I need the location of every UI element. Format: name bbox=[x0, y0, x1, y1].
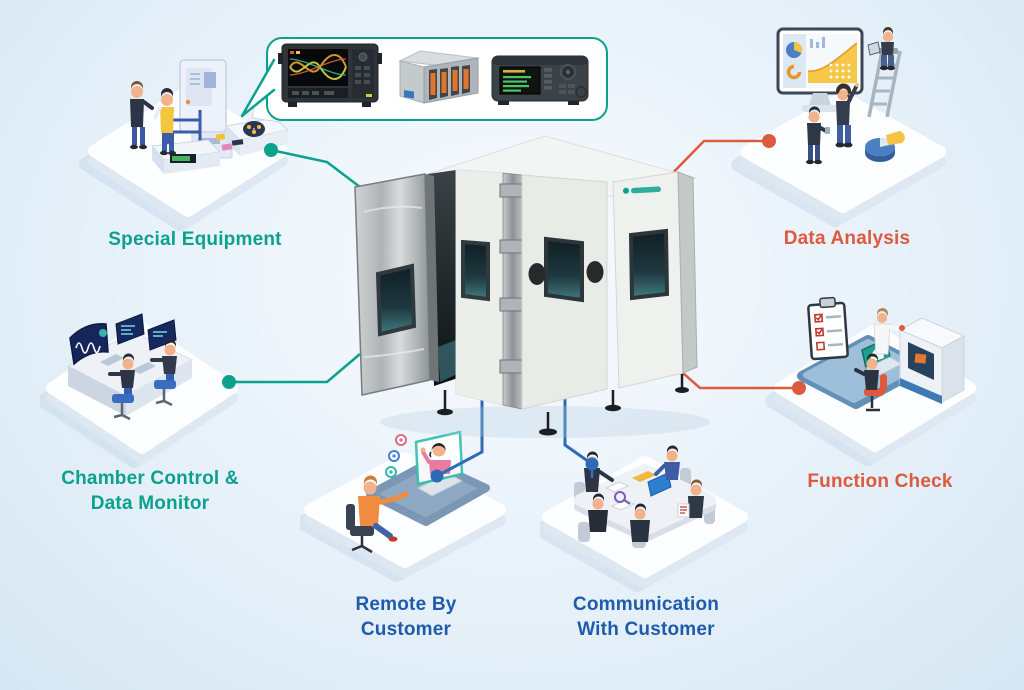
station-function-check bbox=[750, 290, 1020, 490]
data-analysis-illustration bbox=[731, 27, 946, 227]
video-call-screen-icon bbox=[414, 430, 464, 486]
person-standing bbox=[806, 106, 830, 165]
special-equipment-illustration bbox=[79, 59, 290, 231]
checklist-icon bbox=[807, 296, 849, 361]
connector-data-analysis bbox=[659, 134, 776, 187]
person-pointing bbox=[835, 83, 859, 148]
spark-icon bbox=[185, 99, 191, 105]
person-on-ladder bbox=[867, 27, 895, 71]
dashboard-monitor-icon bbox=[776, 27, 864, 112]
station-special-equipment bbox=[40, 40, 330, 255]
label-function-check: Function Check bbox=[755, 469, 1005, 494]
door-handle-right bbox=[586, 261, 604, 283]
connector-special-equipment bbox=[264, 143, 361, 188]
oscilloscope-icon bbox=[278, 43, 382, 107]
label-communication: Communication With Customer bbox=[535, 592, 757, 642]
environmental-test-chamber bbox=[330, 122, 720, 442]
label-line: Customer bbox=[360, 619, 452, 640]
chamber-ground-shadow bbox=[380, 406, 710, 438]
chamber-right-door bbox=[612, 171, 698, 389]
label-data-analysis: Data Analysis bbox=[722, 226, 972, 251]
label-line: Data Monitor bbox=[90, 493, 210, 514]
chamber-brand-logo bbox=[623, 186, 661, 194]
remote-by-customer-illustration bbox=[300, 430, 506, 582]
standing-engineer bbox=[873, 307, 905, 355]
seated-inspector bbox=[854, 353, 887, 412]
chamber-open-door bbox=[354, 173, 439, 396]
callout-tail bbox=[240, 58, 276, 118]
station-remote-by-customer bbox=[300, 430, 530, 595]
label-line: Special Equipment bbox=[108, 229, 282, 250]
chamber-front-right-door bbox=[521, 174, 608, 410]
label-line: Communication bbox=[572, 594, 720, 615]
station-chamber-control bbox=[40, 300, 300, 485]
station-data-analysis bbox=[730, 25, 1020, 245]
instruments-group bbox=[278, 43, 589, 107]
label-line: With Customer bbox=[577, 619, 715, 640]
instruments-callout bbox=[266, 37, 608, 121]
benchtop-data-logger-icon bbox=[491, 55, 589, 105]
chamber-hinge-strip bbox=[499, 172, 526, 410]
operator-1 bbox=[108, 353, 135, 421]
operator-2 bbox=[150, 339, 177, 407]
communication-illustration bbox=[540, 445, 748, 592]
chamber-feet bbox=[437, 374, 689, 436]
technician-2 bbox=[153, 88, 176, 156]
door-handle-left bbox=[528, 263, 546, 285]
chamber-front-left-panel bbox=[455, 169, 504, 406]
function-check-illustration bbox=[765, 296, 976, 466]
station-communication bbox=[540, 430, 770, 600]
chat-bubble-icons bbox=[385, 434, 407, 478]
label-line: Data Analysis bbox=[783, 228, 911, 249]
label-special-equipment: Special Equipment bbox=[60, 227, 330, 252]
label-chamber-control: Chamber Control & Data Monitor bbox=[30, 466, 270, 516]
daq-module-chassis-icon bbox=[398, 50, 480, 104]
label-line: Chamber Control & bbox=[61, 468, 239, 489]
test-machine-icon bbox=[898, 317, 966, 404]
floor-pie-chart-icon bbox=[865, 131, 905, 162]
label-line: Function Check bbox=[807, 471, 953, 492]
seated-customer bbox=[346, 475, 409, 554]
label-remote-by-customer: Remote By Customer bbox=[300, 592, 512, 642]
label-line: Remote By bbox=[355, 594, 457, 615]
chamber-control-illustration bbox=[40, 313, 238, 468]
technician-1 bbox=[130, 81, 154, 150]
connector-chamber-control bbox=[222, 353, 361, 389]
